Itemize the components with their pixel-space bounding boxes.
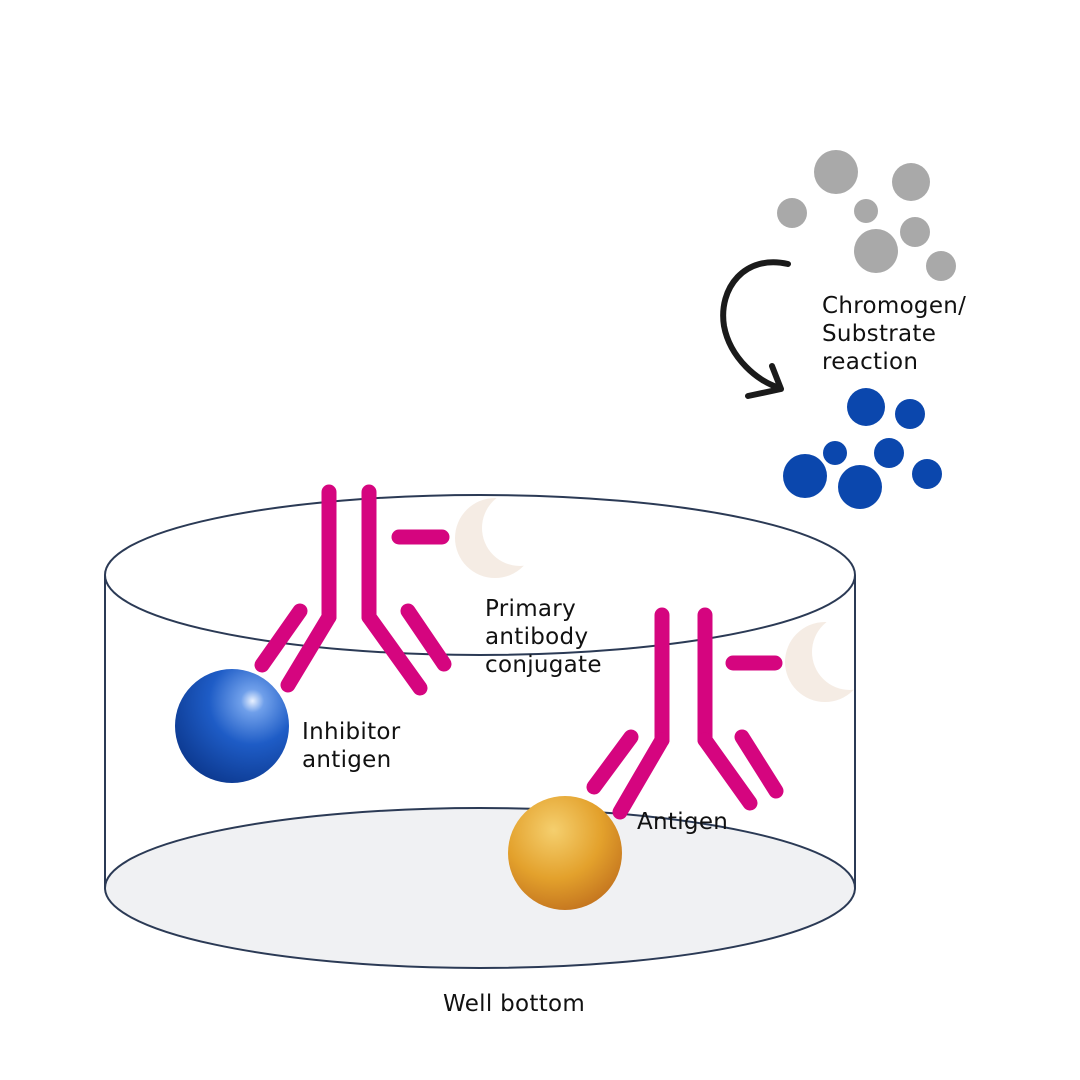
antigen-label: Antigen — [637, 809, 729, 835]
reaction-arrow — [720, 259, 791, 399]
product-molecules — [783, 388, 942, 509]
enzyme-icon — [455, 498, 535, 578]
chromogen-substrate-label: Chromogen/ Substrate reaction — [822, 293, 967, 375]
product-circle — [823, 441, 847, 465]
inhibitor-antigen-label: Inhibitor antigen — [302, 719, 401, 773]
antibody-icon — [586, 607, 784, 820]
product-circle — [783, 454, 827, 498]
product-circle — [895, 399, 925, 429]
well-bottom-label: Well bottom — [443, 991, 586, 1017]
product-circle — [874, 438, 904, 468]
substrate-circle — [926, 251, 956, 281]
substrate-circle — [892, 163, 930, 201]
substrate-circle — [854, 199, 878, 223]
substrate-circle — [900, 217, 930, 247]
well-floor — [104, 807, 856, 969]
substrate-molecules — [777, 150, 956, 281]
enzyme-icon — [785, 622, 865, 702]
inhibitor-antigen-sphere — [175, 669, 289, 783]
primary-antibody-label: Primary antibody conjugate — [485, 596, 602, 678]
antigen-sphere — [508, 796, 622, 910]
product-circle — [838, 465, 882, 509]
substrate-circle — [854, 229, 898, 273]
antibody-icon — [254, 484, 452, 696]
substrate-circle — [814, 150, 858, 194]
substrate-circle — [777, 198, 807, 228]
well-rim — [104, 494, 856, 656]
well — [104, 494, 856, 969]
product-circle — [847, 388, 885, 426]
product-circle — [912, 459, 942, 489]
